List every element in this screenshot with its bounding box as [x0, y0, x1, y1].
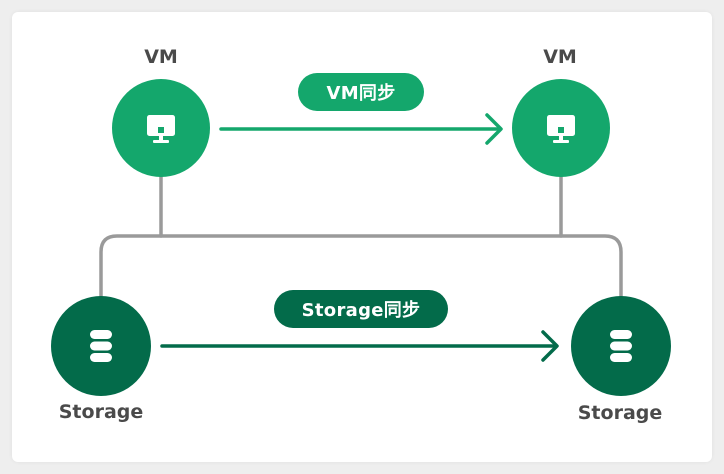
vm-left-label: VM — [144, 46, 178, 68]
database-icon — [610, 330, 632, 362]
storage-node-right — [571, 296, 671, 396]
storage-right-label: Storage — [577, 402, 663, 424]
storage-sync-badge: Storage同步 — [274, 290, 448, 328]
monitor-icon — [147, 115, 175, 143]
connector-lines — [99, 174, 623, 298]
storage-node-left — [51, 296, 151, 396]
vm-right-label: VM — [543, 46, 577, 68]
vm-node-left — [112, 79, 210, 177]
storage-sync-arrow — [160, 330, 559, 362]
vm-sync-arrow — [219, 113, 503, 145]
database-icon — [90, 330, 112, 362]
vm-sync-badge: VM同步 — [298, 73, 424, 111]
storage-left-label: Storage — [58, 401, 144, 423]
monitor-icon — [547, 115, 575, 143]
storage-bracket — [99, 234, 623, 298]
vm-node-right — [512, 79, 610, 177]
